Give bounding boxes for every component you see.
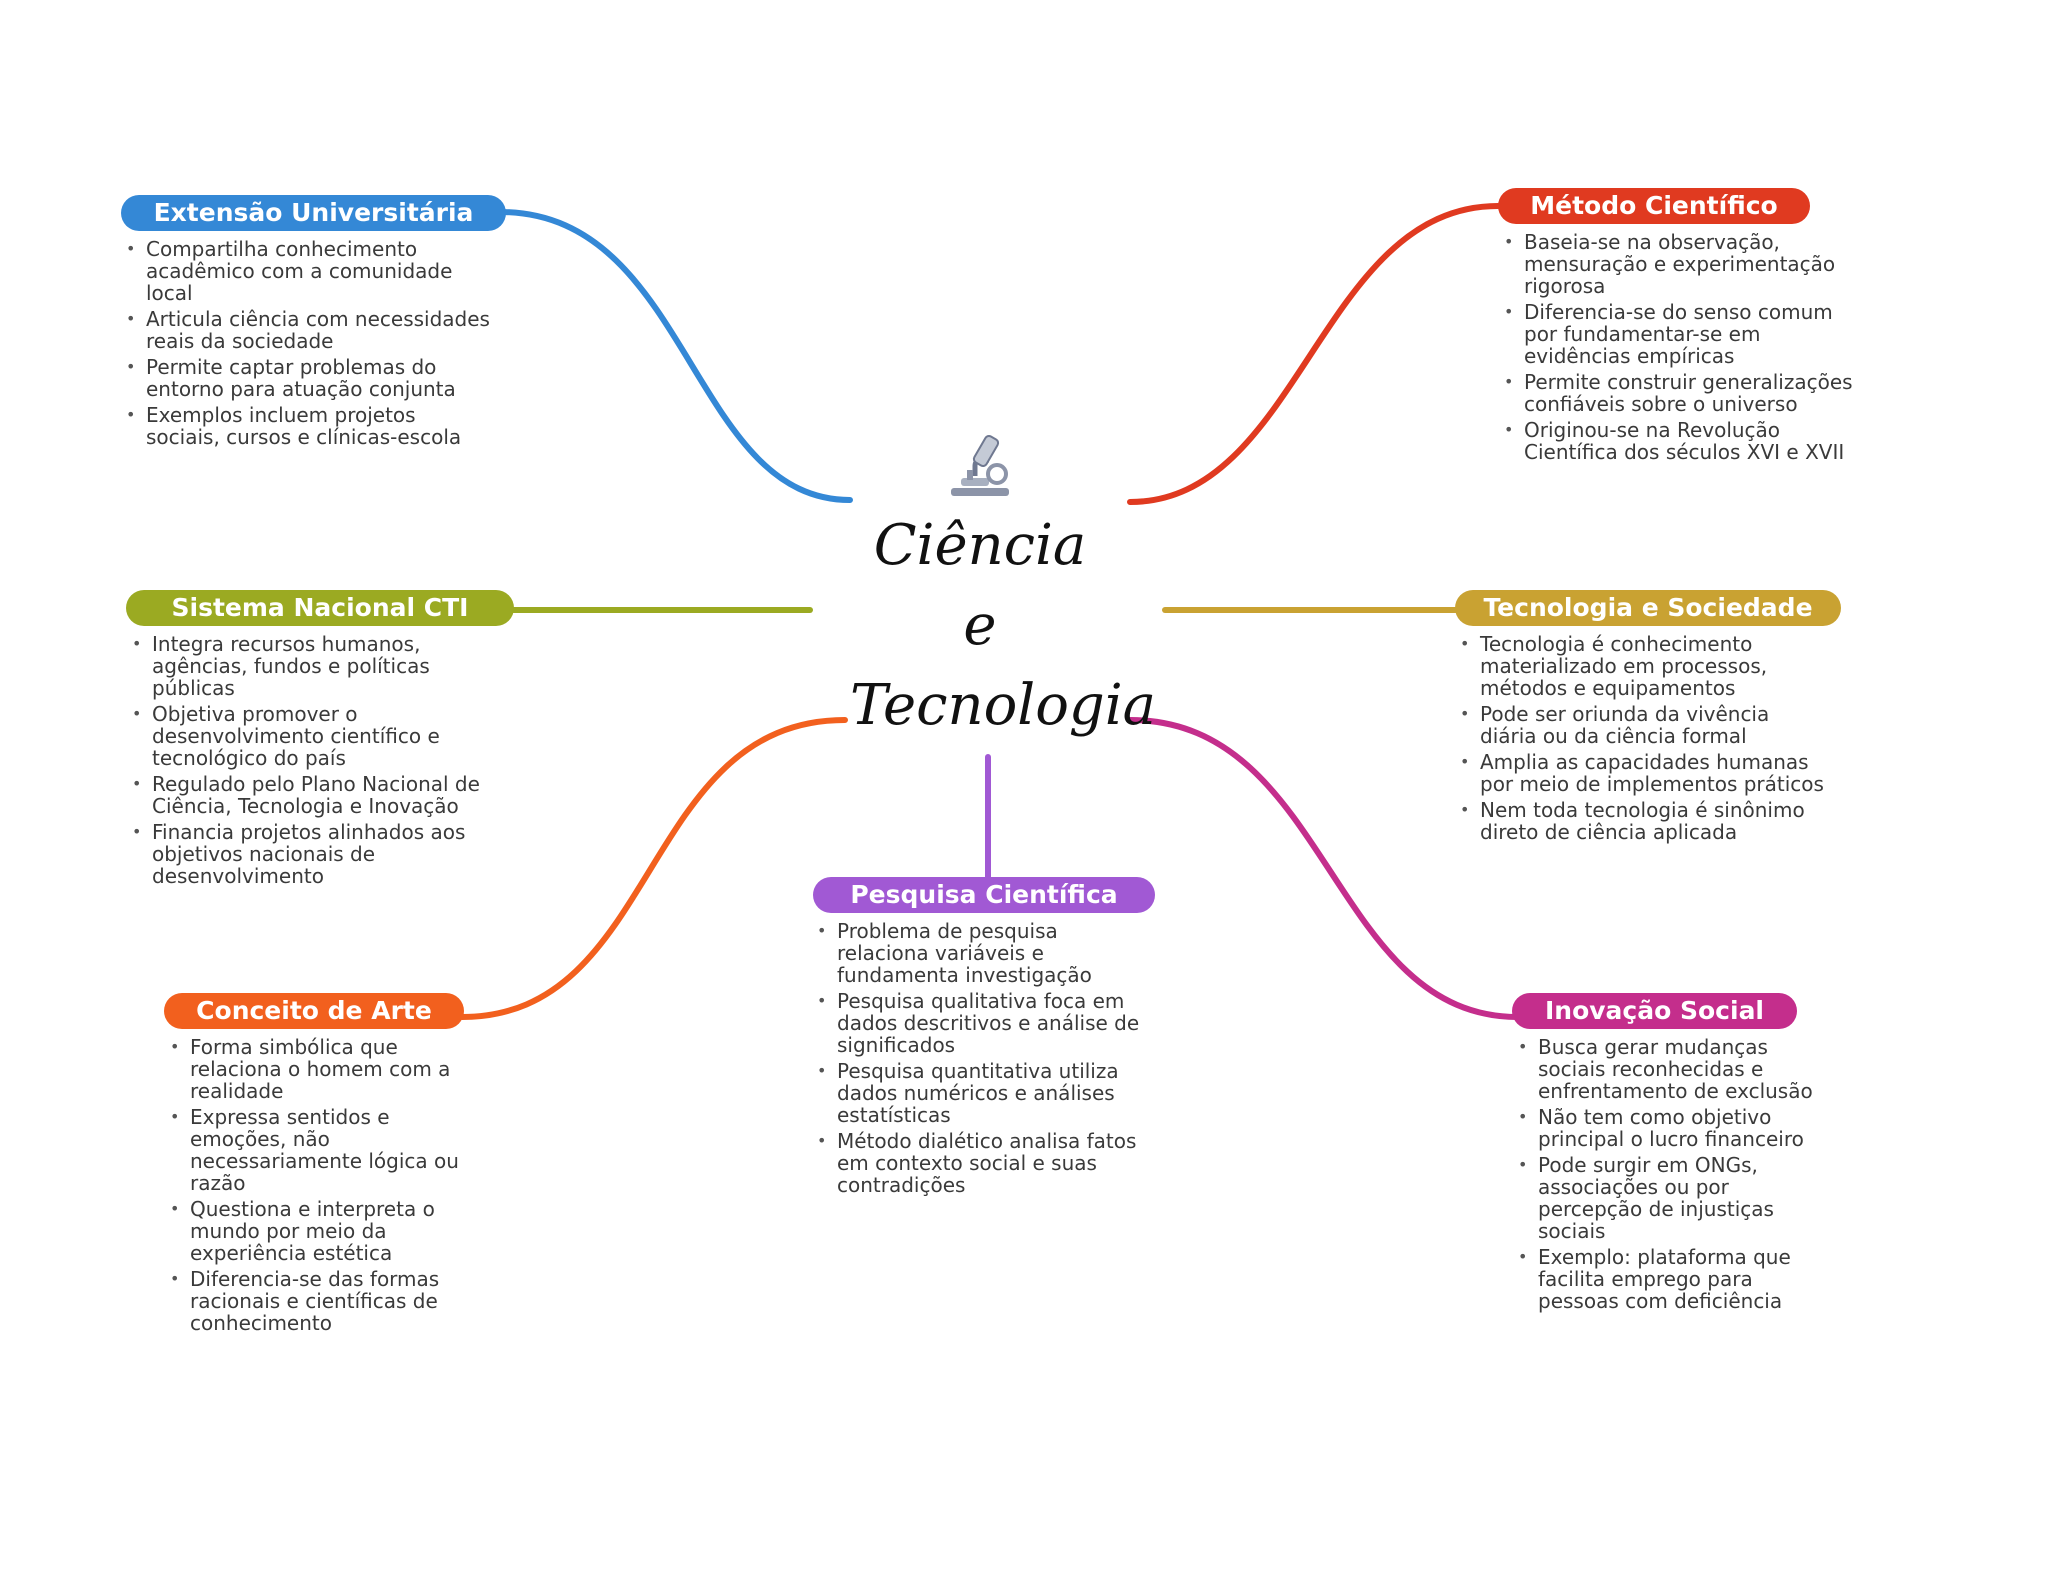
list-item: Integra recursos humanos, agências, fund… xyxy=(130,633,490,699)
connector-metodo xyxy=(1127,203,1501,505)
microscope-icon xyxy=(951,434,1009,496)
list-item: Expressa sentidos e emoções, não necessa… xyxy=(168,1106,478,1194)
central-title-line: e xyxy=(963,593,997,658)
topic-tecnologia-list: Tecnologia é conhecimento materializado … xyxy=(1458,633,1828,847)
list-item: Exemplo: plataforma que facilita emprego… xyxy=(1516,1246,1836,1312)
central-title: Ciência e Tecnologia xyxy=(850,506,1157,746)
connector-extensao xyxy=(497,209,853,503)
list-item: Permite construir generalizações confiáv… xyxy=(1502,371,1862,415)
list-item: Busca gerar mudanças sociais reconhecida… xyxy=(1516,1036,1836,1102)
list-item: Permite captar problemas do entorno para… xyxy=(124,356,494,400)
list-item: Originou-se na Revolução Científica dos … xyxy=(1502,419,1862,463)
list-item: Compartilha conhecimento acadêmico com a… xyxy=(124,238,494,304)
list-item: Tecnologia é conhecimento materializado … xyxy=(1458,633,1828,699)
list-item: Pode surgir em ONGs, associações ou por … xyxy=(1516,1154,1836,1242)
topic-sistema-list: Integra recursos humanos, agências, fund… xyxy=(130,633,490,891)
list-item: Pode ser oriunda da vivência diária ou d… xyxy=(1458,703,1828,747)
central-title-line: Ciência xyxy=(873,513,1087,578)
list-item: Articula ciência com necessidades reais … xyxy=(124,308,494,352)
topic-extensao-list: Compartilha conhecimento acadêmico com a… xyxy=(124,238,494,452)
list-item: Exemplos incluem projetos sociais, curso… xyxy=(124,404,494,448)
topic-pesquisa-list: Problema de pesquisa relaciona variáveis… xyxy=(815,920,1145,1200)
list-item: Não tem como objetivo principal o lucro … xyxy=(1516,1106,1836,1150)
list-item: Método dialético analisa fatos em contex… xyxy=(815,1130,1145,1196)
list-item: Baseia-se na observação, mensuração e ex… xyxy=(1502,231,1862,297)
topic-metodo-list: Baseia-se na observação, mensuração e ex… xyxy=(1502,231,1862,467)
topic-sistema-nacional-cti[interactable]: Sistema Nacional CTI xyxy=(126,590,514,626)
list-item: Questiona e interpreta o mundo por meio … xyxy=(168,1198,478,1264)
list-item: Amplia as capacidades humanas por meio d… xyxy=(1458,751,1828,795)
list-item: Objetiva promover o desenvolvimento cien… xyxy=(130,703,490,769)
central-title-line: Tecnologia xyxy=(850,673,1157,738)
connector-arte xyxy=(459,717,848,1020)
topic-inovacao-social[interactable]: Inovação Social xyxy=(1512,993,1797,1029)
connector-inovacao xyxy=(1127,717,1521,1020)
topic-conceito-arte[interactable]: Conceito de Arte xyxy=(164,993,464,1029)
list-item: Diferencia-se do senso comum por fundame… xyxy=(1502,301,1862,367)
central-topic: Ciência e Tecnologia xyxy=(850,430,1157,746)
list-item: Problema de pesquisa relaciona variáveis… xyxy=(815,920,1145,986)
topic-pesquisa-cientifica[interactable]: Pesquisa Científica xyxy=(813,877,1155,913)
list-item: Pesquisa qualitativa foca em dados descr… xyxy=(815,990,1145,1056)
topic-extensao-universitaria[interactable]: Extensão Universitária xyxy=(121,195,506,231)
list-item: Financia projetos alinhados aos objetivo… xyxy=(130,821,490,887)
list-item: Forma simbólica que relaciona o homem co… xyxy=(168,1036,478,1102)
topic-arte-list: Forma simbólica que relaciona o homem co… xyxy=(168,1036,478,1338)
list-item: Pesquisa quantitativa utiliza dados numé… xyxy=(815,1060,1145,1126)
list-item: Diferencia-se das formas racionais e cie… xyxy=(168,1268,478,1334)
topic-metodo-cientifico[interactable]: Método Científico xyxy=(1498,188,1810,224)
list-item: Nem toda tecnologia é sinônimo direto de… xyxy=(1458,799,1828,843)
list-item: Regulado pelo Plano Nacional de Ciência,… xyxy=(130,773,490,817)
topic-inovacao-list: Busca gerar mudanças sociais reconhecida… xyxy=(1516,1036,1836,1316)
topic-tecnologia-sociedade[interactable]: Tecnologia e Sociedade xyxy=(1455,590,1841,626)
